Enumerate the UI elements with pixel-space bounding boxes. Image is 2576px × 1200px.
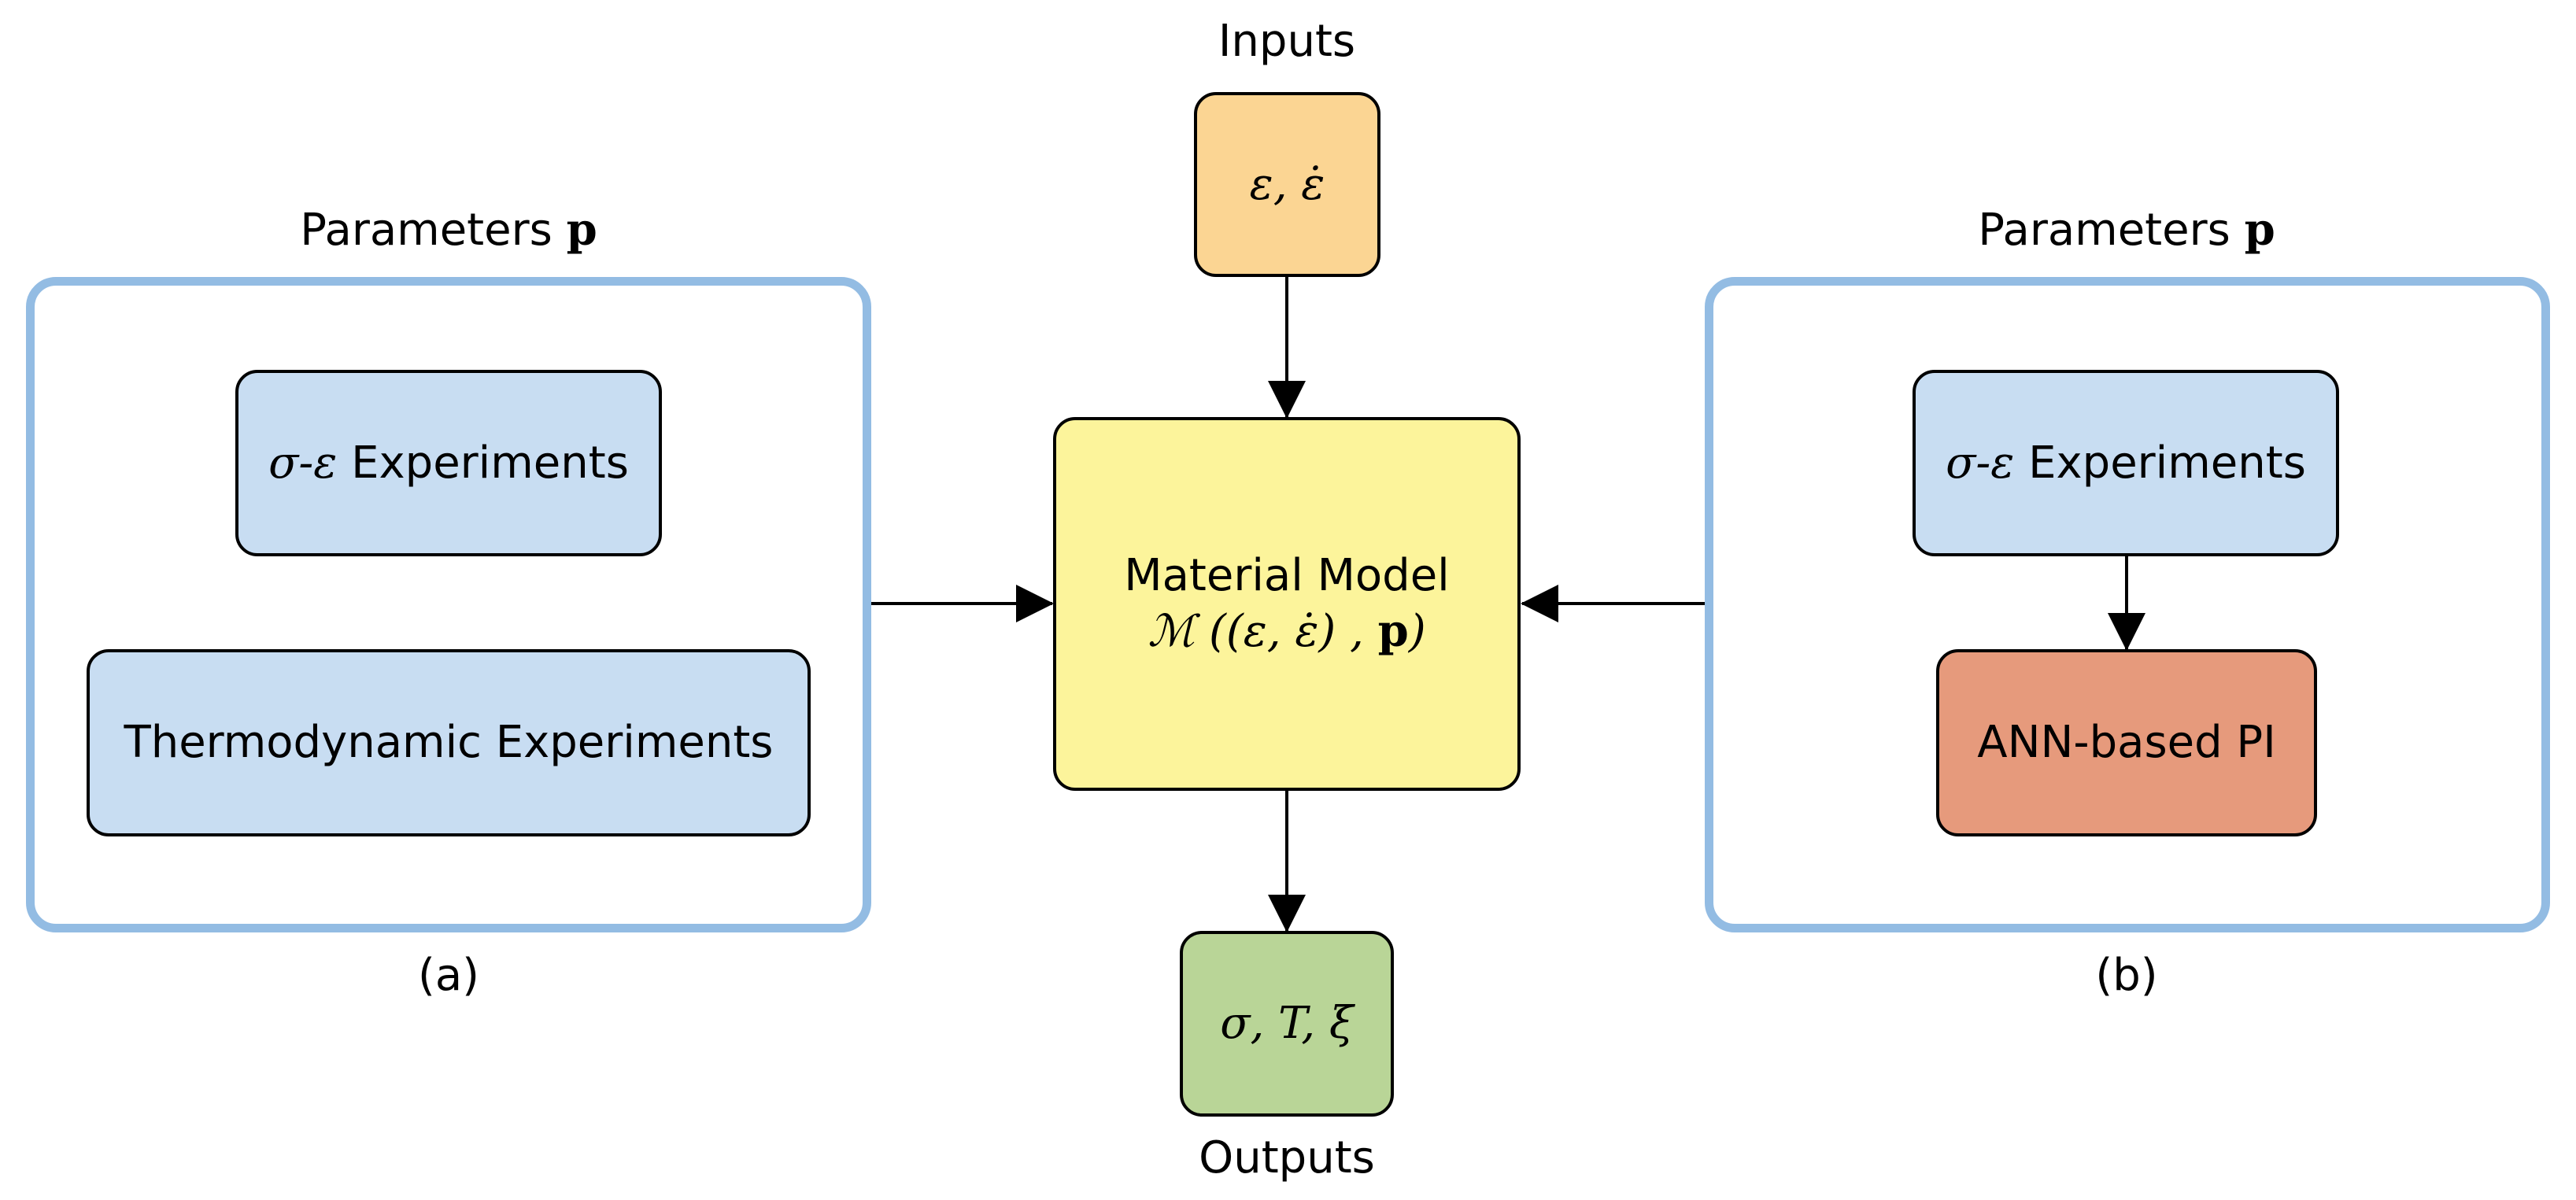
panel-a-stress-strain-experiments: σ-ε Experiments <box>235 370 662 556</box>
panel-b-experiments-text: Experiments <box>2014 437 2306 489</box>
panel-a-heading-symbol: p <box>566 204 597 256</box>
material-model-arguments: ((ε, ε̇) , <box>1195 606 1378 657</box>
material-model-formula: ℳ ((ε, ε̇) , p) <box>1148 604 1425 659</box>
panel-b-frame <box>1705 277 2550 932</box>
outputs-heading: Outputs <box>1199 1132 1375 1183</box>
inputs-heading: Inputs <box>1218 16 1356 67</box>
material-model-close-paren: ) <box>1408 606 1426 657</box>
material-model-parameter: p <box>1377 605 1409 657</box>
panel-b-experiments-label: σ-ε Experiments <box>1946 436 2306 491</box>
inputs-box: ε, ε̇ <box>1194 92 1380 277</box>
panel-a-caption: (a) <box>417 950 479 1001</box>
panel-a-experiments-text: Experiments <box>337 437 629 489</box>
panel-a-experiments-label: σ-ε Experiments <box>268 436 629 491</box>
material-model-box: Material Model ℳ ((ε, ε̇) , p) <box>1053 417 1521 791</box>
panel-b-stress-strain-experiments: σ-ε Experiments <box>1913 370 2339 556</box>
panel-b-heading-symbol: p <box>2244 204 2275 256</box>
panel-a-heading: Parameters p <box>252 202 645 258</box>
panel-a-frame <box>26 277 871 932</box>
panel-b-caption: (b) <box>2095 950 2158 1001</box>
panel-a-sigma-epsilon-symbol: σ-ε <box>268 437 338 489</box>
outputs-symbols: σ, T, ξ <box>1220 998 1354 1049</box>
panel-b-heading: Parameters p <box>1930 202 2323 258</box>
panel-b-ann-based-pi: ANN-based PI <box>1936 649 2317 836</box>
panel-b-heading-text: Parameters <box>1978 205 2245 256</box>
outputs-box: σ, T, ξ <box>1180 931 1394 1117</box>
panel-a-thermodynamic-experiments: Thermodynamic Experiments <box>87 649 811 836</box>
material-model-title: Material Model <box>1124 550 1450 601</box>
material-model-symbol: ℳ <box>1148 606 1196 657</box>
panel-a-heading-text: Parameters <box>300 205 567 256</box>
inputs-symbols: ε, ε̇ <box>1249 158 1325 210</box>
panel-b-sigma-epsilon-symbol: σ-ε <box>1946 437 2015 489</box>
